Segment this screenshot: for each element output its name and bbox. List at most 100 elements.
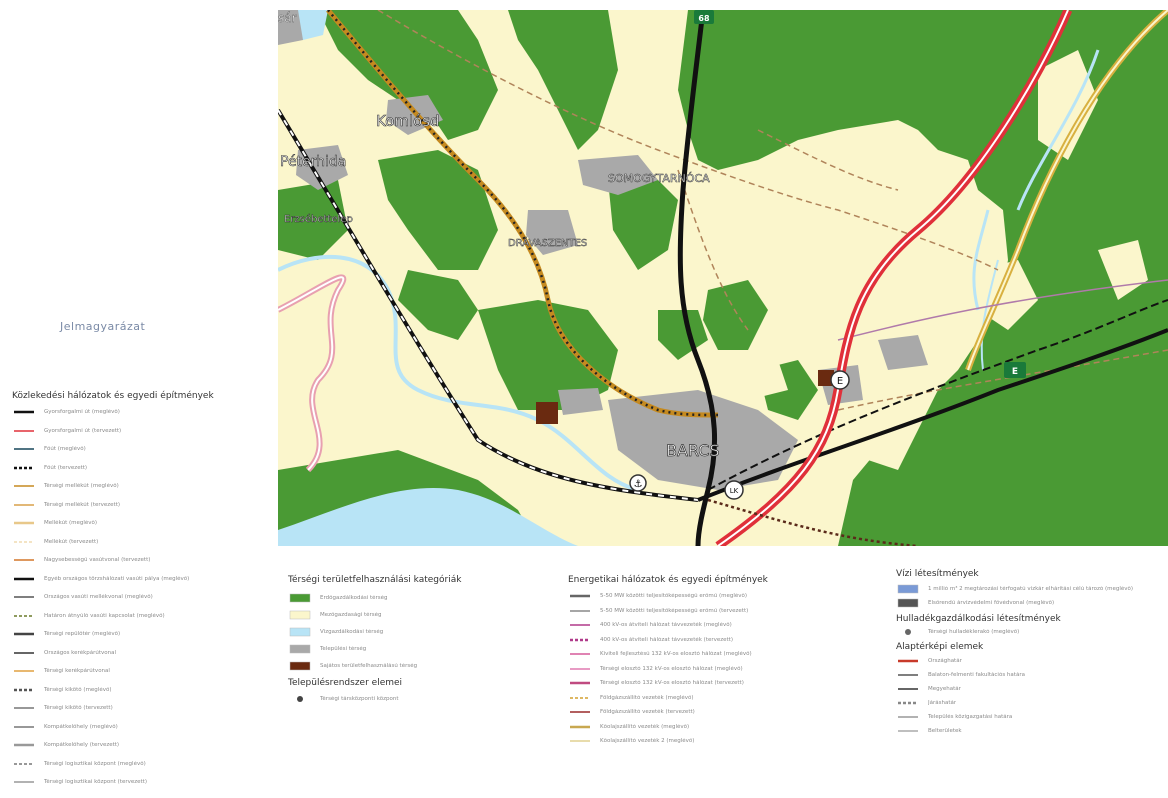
place-label-peterhida: Péterhida — [280, 154, 346, 170]
legend-item-label: 5-50 MW közötti teljesítőképességű erőmű… — [600, 607, 749, 614]
place-label-barcs: BARCS — [666, 441, 720, 460]
legend-symbol-icon — [288, 694, 312, 704]
legend-symbol-icon — [288, 627, 312, 637]
legend-symbol-icon — [12, 759, 36, 769]
legend-item-label: Vízgazdálkodási térség — [320, 628, 384, 635]
map-view[interactable]: 68 E E LK ⚓ sár Komlósd Péterhida Erzséb… — [278, 10, 1168, 546]
legend-item-label: Település közigazgatási határa — [928, 714, 1013, 720]
legend-item-label: Belterületek — [928, 728, 962, 734]
svg-text:⚓: ⚓ — [634, 479, 643, 490]
map-canvas[interactable]: 68 E E LK ⚓ sár Komlósd Péterhida Erzséb… — [278, 10, 1168, 546]
legend-item-label: Főút (tervezett) — [44, 464, 88, 471]
legend-symbol-icon — [288, 593, 312, 603]
legend-item-label: Települési térség — [320, 645, 367, 652]
legend-item-label: Gyorsforgalmi út (tervezett) — [44, 427, 122, 434]
legend-water: Vízi létesítmények 1 millió m³ 2 megtáro… — [896, 569, 1164, 738]
main-railway-east — [697, 328, 1168, 502]
road-shield-e: E — [1004, 362, 1026, 378]
legend-item-label: Országos kerékpárútvonal — [44, 649, 117, 656]
legend-item-label: Térségi kikötő (meglévő) — [44, 686, 112, 693]
legend-item-label: Határon átnyúló vasúti kapcsolat (meglév… — [44, 612, 165, 619]
legend-symbol-icon — [12, 500, 36, 510]
legend-water-heading: Vízi létesítmények — [896, 569, 979, 579]
legend-item-transport: Nagysebességű vasútvonal (tervezett) — [12, 551, 272, 570]
legend-item-energy: Kiviteli fejlesztésű 132 kV-os elosztó h… — [568, 647, 888, 662]
legend-item-label: Járáshatár — [928, 700, 957, 706]
legend-waste-heading: Hulladékgazdálkodási létesítmények — [896, 614, 1061, 624]
legend-item-label: Országos vasúti mellékvonal (meglévő) — [44, 594, 153, 601]
legend-item-label: Térségi társközponti központ — [320, 696, 399, 702]
port-anchor-icon: ⚓ — [629, 474, 647, 492]
legend-landuse-heading: Térségi területfelhasználási kategóriák — [288, 575, 462, 585]
legend-symbol-icon — [12, 574, 36, 584]
legend-item-transport: Térségi kerékpárútvonal — [12, 662, 272, 681]
legend-symbol-icon — [568, 693, 592, 703]
special-use-area — [536, 402, 558, 424]
legend-item-transport: Határon átnyúló vasúti kapcsolat (meglév… — [12, 607, 272, 626]
legend-item-label: Térségi elosztó 132 kV-os elosztó hálóza… — [600, 665, 743, 672]
legend-item-transport: Országos vasúti mellékvonal (meglévő) — [12, 588, 272, 607]
legend-item-energy: 400 kV-os átviteli hálózat távvezeték (t… — [568, 633, 888, 648]
legend-item-label: Nagysebességű vasútvonal (tervezett) — [44, 557, 151, 564]
legend-item-label: 400 kV-os átviteli hálózat távvezeték (m… — [600, 622, 732, 629]
legend-item-energy: Kőolajszállító vezeték (meglévő) — [568, 720, 888, 735]
legend-symbol-icon — [12, 555, 36, 565]
legend-symbol-icon — [896, 726, 920, 736]
legend-item-transport: Országos kerékpárútvonal — [12, 644, 272, 663]
legend-item-label: Főút (meglévő) — [44, 446, 86, 453]
legend-symbol-icon — [568, 606, 592, 616]
legend-item-label: Sajátos területfelhasználású térség — [320, 662, 418, 669]
legend-item-label: Kiviteli fejlesztésű 132 kV-os elosztó h… — [600, 651, 752, 658]
legend-item-base: Belterületek — [896, 724, 1164, 738]
legend-symbol-icon — [896, 698, 920, 708]
legend-item-label: Térségi elosztó 132 kV-os elosztó hálóza… — [600, 680, 744, 687]
power-line — [837, 279, 1168, 341]
legend-settlement-list: Térségi társközponti központ — [288, 692, 548, 706]
legend-item-label: Földgázszállító vezeték (meglévő) — [600, 694, 694, 701]
legend-item-label: Mellékút (tervezett) — [44, 538, 99, 545]
legend-symbol-icon — [12, 777, 36, 787]
legend-symbol-icon — [12, 518, 36, 528]
legend-item-label: Kompátkelőhely (meglévő) — [44, 723, 118, 730]
legend-transport-heading: Közlekedési hálózatok és egyedi építmény… — [12, 391, 214, 401]
legend-item-landuse: Sajátos területfelhasználású térség — [288, 657, 548, 674]
legend-symbol-icon — [12, 463, 36, 473]
legend-transport: Közlekedési hálózatok és egyedi építmény… — [12, 391, 272, 792]
marker-lk-icon: LK — [724, 480, 744, 500]
legend-symbol-icon — [12, 407, 36, 417]
place-label-erzsebettelep: Erzsébettelep — [284, 213, 353, 225]
legend-item-label: Térségi kikötő (tervezett) — [44, 705, 113, 712]
legend-item-energy: 400 kV-os átviteli hálózat távvezeték (m… — [568, 618, 888, 633]
legend-item-energy: 5-50 MW közötti teljesítőképességű erőmű… — [568, 589, 888, 604]
legend-item-label: Mezőgazdasági térség — [320, 611, 382, 618]
legend-item-transport: Térségi logisztikai központ (meglévő) — [12, 755, 272, 774]
place-label-komlosd: Komlósd — [376, 112, 440, 130]
legend-item-label: Mellékút (meglévő) — [44, 520, 98, 527]
legend-item-base: Település közigazgatási határa — [896, 710, 1164, 724]
legend-symbol-icon — [12, 426, 36, 436]
legend-item-transport: Térségi repülőtér (meglévő) — [12, 625, 272, 644]
legend-base-heading: Alaptérképi elemek — [896, 642, 984, 652]
legend-symbol-icon — [568, 678, 592, 688]
legend-symbol-icon — [896, 598, 920, 608]
legend-symbol-icon — [12, 703, 36, 713]
legend-item-label: Térségi logisztikai központ (meglévő) — [44, 760, 146, 767]
legend-symbol-icon — [568, 649, 592, 659]
legend-item-water: Elsőrendű árvízvédelmi fővédvonal (meglé… — [896, 596, 1164, 610]
legend-item-water: 1 millió m³ 2 megtározási térfogatú vízk… — [896, 582, 1164, 596]
legend-item-energy: Földgázszállító vezeték (meglévő) — [568, 691, 888, 706]
legend-symbol-icon — [12, 592, 36, 602]
legend-item-label: Balaton-felmenti fakultációs határa — [928, 672, 1025, 678]
legend-item-transport: Gyorsforgalmi út (meglévő) — [12, 403, 272, 422]
legend-item-transport: Mellékút (meglévő) — [12, 514, 272, 533]
legend-symbol-icon — [568, 635, 592, 645]
legend-item-label: Térségi logisztikai központ (tervezett) — [44, 779, 147, 786]
legend-symbol-icon — [896, 670, 920, 680]
legend-item-label: Gyorsforgalmi út (meglévő) — [44, 409, 120, 416]
legend-item-landuse: Mezőgazdasági térség — [288, 606, 548, 623]
legend-item-transport: Térségi logisztikai központ (tervezett) — [12, 773, 272, 792]
place-labels: sár Komlósd Péterhida Erzsébettelep SOMO… — [278, 11, 720, 461]
legend-item-landuse: Vízgazdálkodási térség — [288, 623, 548, 640]
legend-symbol-icon — [12, 648, 36, 658]
legend-item-transport: Gyorsforgalmi út (tervezett) — [12, 422, 272, 441]
